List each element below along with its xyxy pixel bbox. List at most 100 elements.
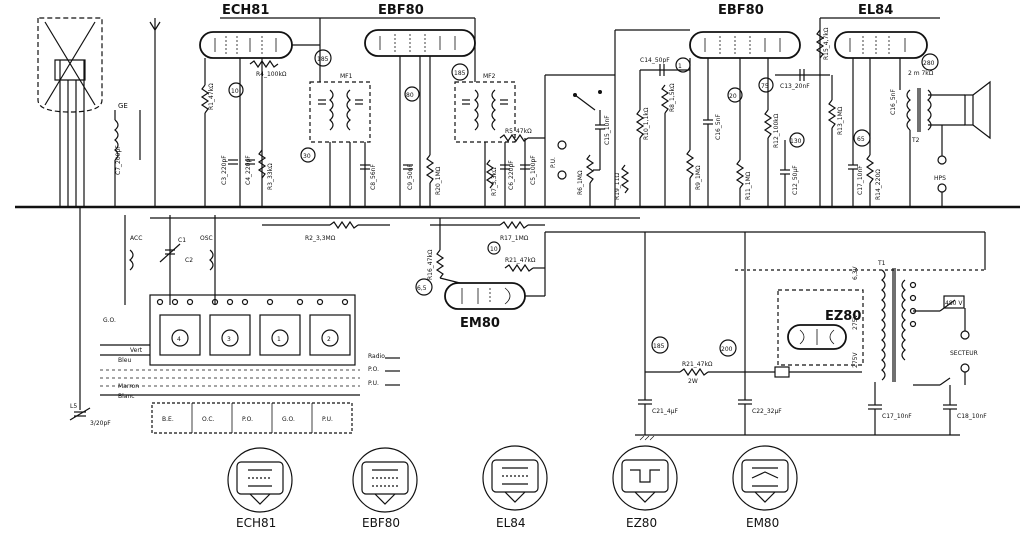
tube-base-el84: EL84 xyxy=(482,445,548,530)
capacitor-c3: C3_220pF xyxy=(221,155,238,185)
label-radio: Radio xyxy=(368,353,385,360)
voltage-marker: 200 xyxy=(719,339,737,357)
voltage-marker: 20 xyxy=(727,87,743,103)
label-mf1: MF1 xyxy=(340,73,353,80)
tube-base-em80: EM80 xyxy=(732,445,798,530)
label-osc: OSC xyxy=(200,235,213,242)
resistor-r9: R9_1MΩ xyxy=(685,58,702,207)
capacitor-c9: C9_50nF xyxy=(403,164,414,190)
switch-col: B.E. xyxy=(162,416,174,423)
coil-label: 1 xyxy=(277,336,281,343)
label-c2: C2 xyxy=(185,257,193,264)
resistor-r4: R4_100kΩ xyxy=(249,59,287,78)
capacitor-c4: C4_220pF xyxy=(245,155,255,185)
svg-text:130: 130 xyxy=(790,138,802,145)
label-r14: R14_220Ω xyxy=(875,169,882,200)
resistor-r16: R16_47kΩ xyxy=(427,249,445,280)
resistor-r19: R19_11Ω xyxy=(614,164,630,200)
voltage-marker: 185 xyxy=(651,336,669,354)
tube-ech81: ECH81 xyxy=(199,3,293,59)
label-r17: R17_1MΩ xyxy=(500,235,529,242)
switch-col: O.C. xyxy=(202,416,215,423)
tube-ebf80-detector: EBF80 xyxy=(689,3,801,59)
output-transformer-t2: 2 m 7kΩ T2 C16_5nF xyxy=(890,58,965,207)
label-r5: R5_47kΩ xyxy=(505,128,532,135)
capacitor-c22: C22_32µF xyxy=(738,232,782,435)
base-label: EZ80 xyxy=(626,516,657,530)
label-t1: T1 xyxy=(877,260,886,267)
label-c8: C8_56nF xyxy=(370,164,377,190)
svg-text:30: 30 xyxy=(303,153,311,160)
label-c16-t2: C16_5nF xyxy=(890,89,897,115)
label-c6: C6_220pF xyxy=(508,160,515,190)
cable-label: Bleu xyxy=(118,357,131,364)
svg-text:20: 20 xyxy=(729,93,737,100)
label-c1: C1 xyxy=(178,237,186,244)
voltage-marker: 185 xyxy=(314,49,332,67)
resistor-r21: R21_47kΩ 2W xyxy=(645,361,775,385)
capacitor-c16: C16_5nF xyxy=(703,58,722,207)
label-c3: C3_220pF xyxy=(221,155,228,185)
svg-text:185: 185 xyxy=(653,343,665,350)
label-l5: L5 xyxy=(70,403,77,410)
resistor-r11: R11_1MΩ xyxy=(735,58,752,207)
coil-block: 4 3 1 2 xyxy=(149,294,356,366)
voltage-marker: 30 xyxy=(300,147,316,163)
resistor-r18: R21_47kΩ xyxy=(504,232,546,297)
label-480v: 480 V xyxy=(945,300,963,307)
capacitor-c21: C21_4µF xyxy=(638,232,678,435)
label-ge: GE xyxy=(118,102,128,110)
voltage-marker: 185 xyxy=(451,63,469,81)
label-63v: 6,3V xyxy=(852,265,859,280)
svg-text:6,5: 6,5 xyxy=(417,285,427,292)
mains-secteur: SECTEUR xyxy=(913,308,978,386)
voltage-marker: 10 xyxy=(228,82,244,98)
coil-label: 4 xyxy=(177,336,181,343)
antenna-symbol xyxy=(149,18,161,207)
voltage-marker: 130 xyxy=(789,132,805,148)
label-r2: R2_3,3MΩ xyxy=(305,235,336,242)
label-c17-el: C17_10nF xyxy=(857,165,864,195)
label-r11: R11_1MΩ xyxy=(745,171,752,200)
capacitor-c15: C15_10nF xyxy=(595,110,611,145)
svg-text:80: 80 xyxy=(406,92,414,99)
label-c12: C12_50µF xyxy=(792,165,799,195)
resistor-r7: R7_3,3kΩ xyxy=(485,159,498,196)
resistor-r14: R14_220Ω xyxy=(865,58,882,207)
tube-ebf80-if: EBF80 xyxy=(364,3,476,57)
svg-text:200: 200 xyxy=(721,346,733,353)
label-acc: ACC xyxy=(130,235,142,242)
osc-trimmers: C1 OSC ACC C2 xyxy=(124,215,216,305)
svg-text:65: 65 xyxy=(857,136,865,143)
label-r10: R10_1,1kΩ xyxy=(643,107,650,140)
resistor-r12: R12_100kΩ xyxy=(763,58,780,207)
voltage-selector: 480 V xyxy=(913,295,965,312)
capacitor-c18: C18_10nF xyxy=(943,385,987,435)
label-r6: R6_1MΩ xyxy=(577,170,584,195)
label-c16: C16_5nF xyxy=(715,114,722,140)
voltage-marker: 75 xyxy=(758,77,774,93)
resistor-r1: R1_47kΩ xyxy=(200,58,215,207)
tube-ez80: EZ80 xyxy=(787,309,861,350)
label-po: P.O. xyxy=(368,366,379,373)
label-mf2: MF2 xyxy=(483,73,496,80)
label-c22: C22_32µF xyxy=(752,408,782,415)
capacitor-c17: C17_10nF xyxy=(848,58,864,207)
tube-base-ech81: ECH81 xyxy=(227,447,293,530)
rf-coil: GE C7_200pF xyxy=(114,102,141,207)
hps-jack: HPS xyxy=(934,125,947,207)
cable-label: Blanc xyxy=(118,393,135,400)
svg-text:75: 75 xyxy=(761,83,769,90)
label-r18: R21_47kΩ xyxy=(505,257,536,264)
resistor-r8: R8_1,5kΩ xyxy=(660,83,676,207)
voltage-marker: 280 xyxy=(921,53,939,71)
cable-label: Vert xyxy=(130,347,143,354)
voltage-marker: 80 xyxy=(404,86,420,102)
label-c13: C13_20nF xyxy=(780,83,810,90)
resistor-r2: R2_3,3MΩ xyxy=(262,220,390,242)
switch-col: P.U. xyxy=(322,416,333,423)
label-r19: R19_11Ω xyxy=(614,173,621,200)
tube-base-ez80: EZ80 xyxy=(612,445,678,530)
voltage-marker: 10 xyxy=(487,241,501,255)
label-c18: C18_10nF xyxy=(957,413,987,420)
